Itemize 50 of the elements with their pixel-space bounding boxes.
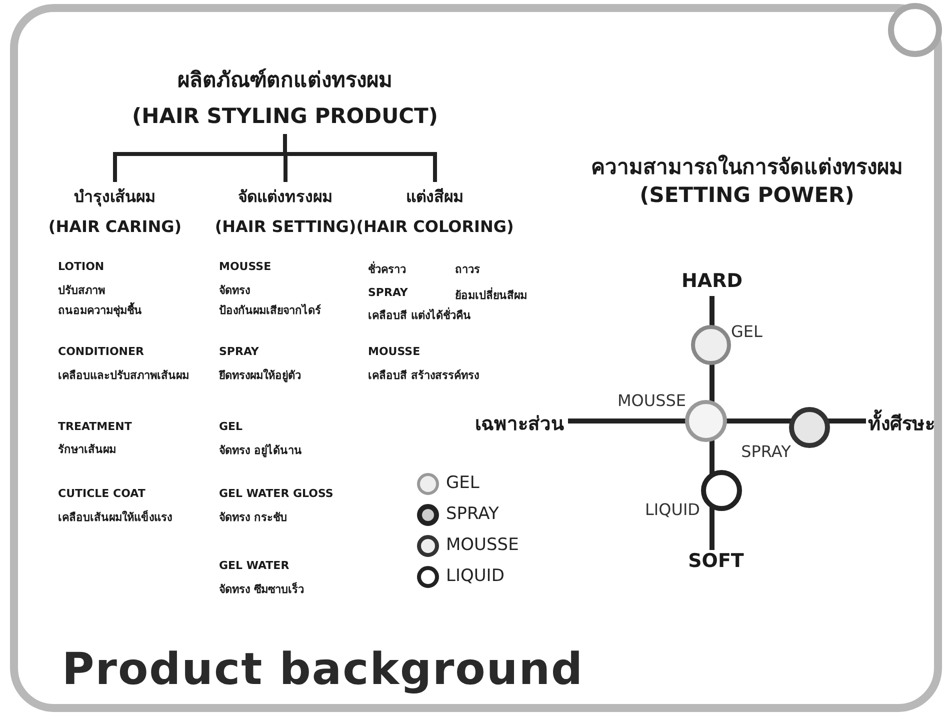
- marker-label: LIQUID: [645, 500, 700, 519]
- product-name: GEL WATER GLOSS: [219, 487, 334, 500]
- product-note: เคลือบเส้นผมให้แข็งแรง: [58, 509, 172, 526]
- marker-label: MOUSSE: [617, 391, 686, 410]
- axis-label: ทั้งศีรษะ: [868, 408, 935, 438]
- product-note: เคลือบสี แต่งได้ชั่วคืน: [368, 306, 471, 324]
- legend-label: SPRAY: [446, 504, 499, 524]
- marker-label: SPRAY: [740, 442, 792, 461]
- thai-heading: ผลิตภัณฑ์ตกแต่งทรงผม: [176, 67, 394, 94]
- axis-label: SOFT: [687, 550, 745, 572]
- group-name: ถาวร: [455, 262, 480, 278]
- product-name: MOUSSE: [219, 260, 272, 273]
- product-note: ปรับสภาพ: [58, 283, 105, 299]
- product-name: GEL WATER: [219, 559, 290, 572]
- product-note: จัดทรง กระชับ: [219, 510, 287, 526]
- legend-label: LIQUID: [446, 566, 504, 586]
- english-heading: (HAIR STYLING PRODUCT): [131, 103, 439, 130]
- thai-heading: จัดแต่งทรงผม: [237, 186, 334, 208]
- english-heading: (HAIR CARING): [47, 216, 183, 238]
- product-name: MOUSSE: [368, 345, 420, 358]
- product-name: TREATMENT: [58, 420, 132, 433]
- thai-heading: แต่งสีผม: [405, 186, 465, 208]
- chart-heading: ความสามารถในการจัดแต่งทรงผม: [590, 154, 904, 181]
- product-name: CONDITIONER: [58, 345, 144, 358]
- product-note: ถนอมความชุ่มชื้น: [58, 301, 142, 319]
- product-note: จัดทรง อยู่ได้นาน: [219, 442, 302, 459]
- product-note: จัดทรง: [219, 283, 250, 299]
- thai-heading: บำรุงเส้นผม: [73, 186, 157, 208]
- circle-marker: [700, 470, 742, 510]
- axis-label: เฉพาะส่วน: [475, 412, 564, 437]
- product-note: เคลือบและปรับสภาพเส้นผม: [58, 368, 189, 384]
- legend-label: GEL: [446, 473, 480, 493]
- product-note: เคลือบสี สร้างสรรค์ทรง: [368, 368, 479, 384]
- product-name: LOTION: [58, 260, 104, 273]
- axis-label: HARD: [680, 270, 744, 292]
- product-name: SPRAY: [219, 345, 259, 358]
- product-note: จัดทรง ซึมซาบเร็ว: [219, 581, 304, 598]
- legend-label: MOUSSE: [446, 535, 519, 555]
- product-note: ยึดทรงผมให้อยู่ตัว: [219, 368, 301, 384]
- slide-title: Product background: [62, 644, 584, 695]
- group-name: ชั่วคราว: [368, 260, 406, 278]
- marker-label: GEL: [731, 322, 762, 341]
- english-heading: (HAIR COLORING): [355, 216, 515, 238]
- product-note: ย้อมเปลี่ยนสีผม: [455, 286, 527, 304]
- product-note: ป้องกันผมเสียจากไดร์: [219, 302, 321, 319]
- chart-heading: (SETTING POWER): [638, 183, 856, 207]
- product-name: GEL: [219, 420, 243, 433]
- product-name: CUTICLE COAT: [58, 487, 146, 500]
- product-note: รักษาเส้นผม: [58, 442, 116, 458]
- product-name: SPRAY: [368, 286, 408, 299]
